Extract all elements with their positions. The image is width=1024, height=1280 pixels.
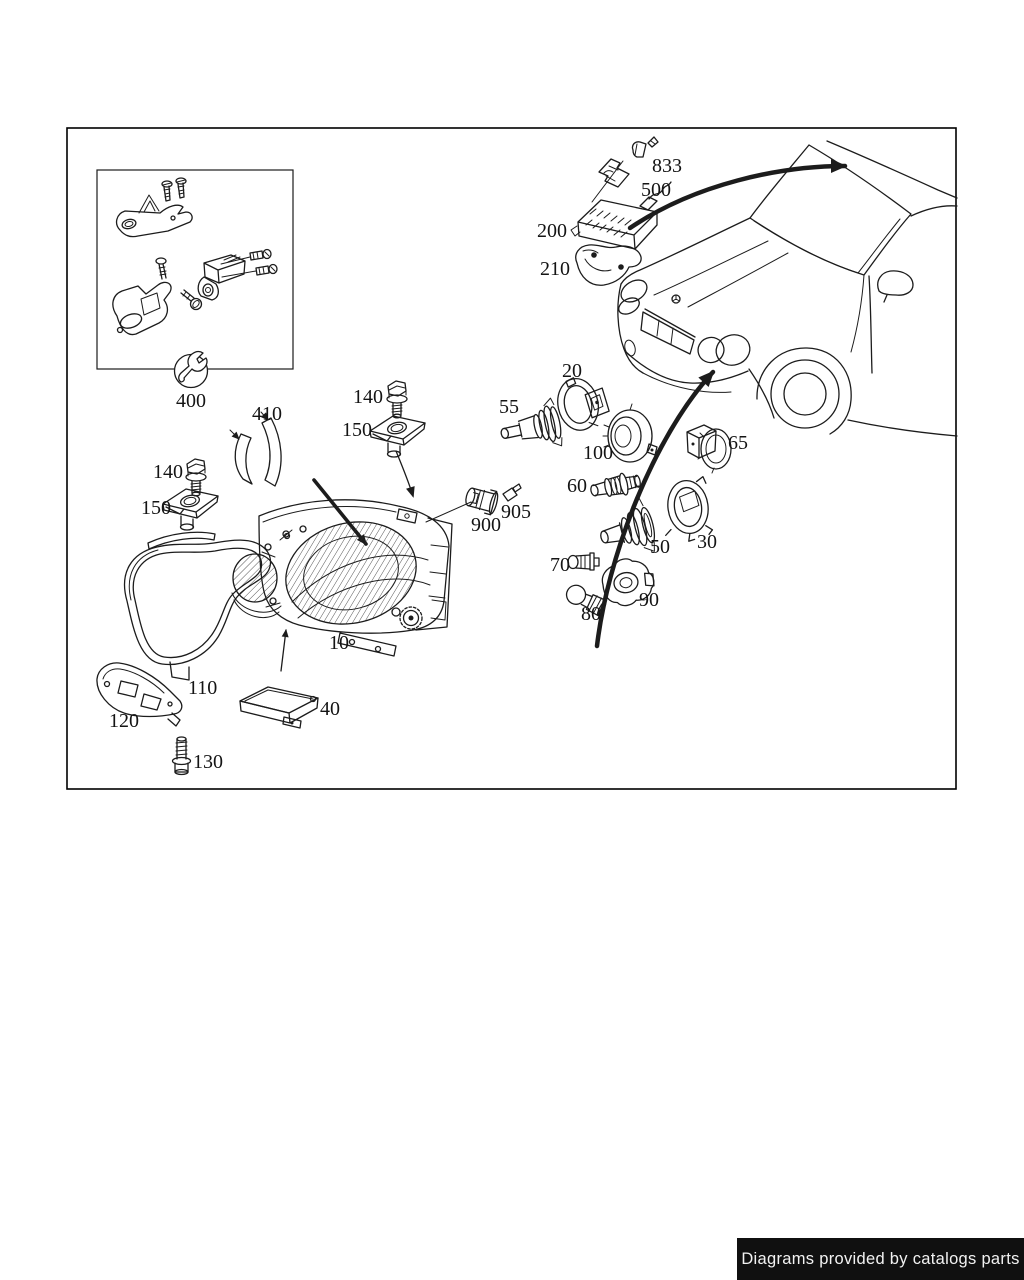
part-55-bulb-drawing <box>500 397 563 447</box>
part-120-bracket-drawing <box>96 662 183 727</box>
inset-bracket-bottom-drawing <box>112 257 203 336</box>
label-50: 50 <box>650 536 670 558</box>
diagram-frame: 833 500 200 210 20 55 100 65 60 50 30 70… <box>66 127 958 791</box>
arrow-clip-to-housing <box>395 450 415 498</box>
label-410: 410 <box>252 403 282 425</box>
part-20-retaining-ring-drawing <box>557 377 610 431</box>
parts-drawings <box>96 136 732 776</box>
label-130: 130 <box>193 751 223 773</box>
label-905: 905 <box>501 501 531 523</box>
label-150-left: 150 <box>141 497 171 519</box>
arrow-module-to-housing <box>280 629 289 672</box>
part-210-bracket-drawing <box>575 244 642 286</box>
part-833-bulb-drawing <box>631 136 659 158</box>
label-65: 65 <box>728 432 748 454</box>
label-90: 90 <box>639 589 659 611</box>
label-210: 210 <box>540 258 570 280</box>
headlamp-gasket-drawing <box>123 531 291 681</box>
label-40: 40 <box>320 698 340 720</box>
part-90-bulb-holder-drawing <box>601 558 655 607</box>
label-150-top: 150 <box>342 419 372 441</box>
label-140-top: 140 <box>353 386 383 408</box>
label-120: 120 <box>109 710 139 732</box>
inset-hardware-box <box>96 169 294 389</box>
arrow-410-right <box>260 411 269 421</box>
part-50-bulb-drawing <box>600 497 656 552</box>
footer-credit-bar: Diagrams provided by catalogs parts <box>737 1238 1024 1280</box>
parts-diagram-svg: 833 500 200 210 20 55 100 65 60 50 30 70… <box>66 127 958 790</box>
label-100: 100 <box>583 442 613 464</box>
arrow-to-windshield <box>627 159 848 231</box>
label-200: 200 <box>537 220 567 242</box>
diagram-border <box>66 127 957 790</box>
leader-900-to-housing <box>425 501 472 523</box>
label-400: 400 <box>176 390 206 412</box>
label-140-left: 140 <box>153 461 183 483</box>
inset-sensor-drawing <box>197 248 278 301</box>
part-900-sensor-drawing <box>465 487 499 516</box>
inset-bracket-top-drawing <box>115 177 193 238</box>
label-10: 10 <box>329 632 349 654</box>
label-20: 20 <box>562 360 582 382</box>
part-500-socket-drawing <box>598 158 630 188</box>
part-410-trim-strips-drawing <box>234 417 282 487</box>
label-55: 55 <box>499 396 519 418</box>
label-500: 500 <box>641 179 671 201</box>
headlamp-assembly-drawing <box>123 499 453 681</box>
footer-credit-text: Diagrams provided by catalogs parts <box>741 1249 1020 1268</box>
label-110: 110 <box>188 677 217 699</box>
part-905-cap-drawing <box>502 483 522 502</box>
wrench-icon <box>173 350 209 389</box>
part-30-retaining-ring-drawing <box>665 475 714 542</box>
car-outline-drawing <box>617 140 958 437</box>
part-65-bulb-socket-drawing <box>686 424 732 474</box>
label-900: 900 <box>471 514 501 536</box>
label-70: 70 <box>550 554 570 576</box>
label-80: 80 <box>581 603 601 625</box>
part-number-labels: 833 500 200 210 20 55 100 65 60 50 30 70… <box>109 155 748 773</box>
part-70-bulb-drawing <box>567 552 600 571</box>
part-130-bolt-drawing <box>171 736 192 776</box>
part-60-bulb-drawing <box>590 472 641 497</box>
part-100-cover-cap-drawing <box>602 403 658 463</box>
label-30: 30 <box>697 531 717 553</box>
arrow-410-left <box>229 429 240 440</box>
label-833: 833 <box>652 155 682 177</box>
part-40-control-module-drawing <box>239 686 319 729</box>
part-80-bulb-drawing <box>565 584 607 617</box>
label-60: 60 <box>567 475 587 497</box>
